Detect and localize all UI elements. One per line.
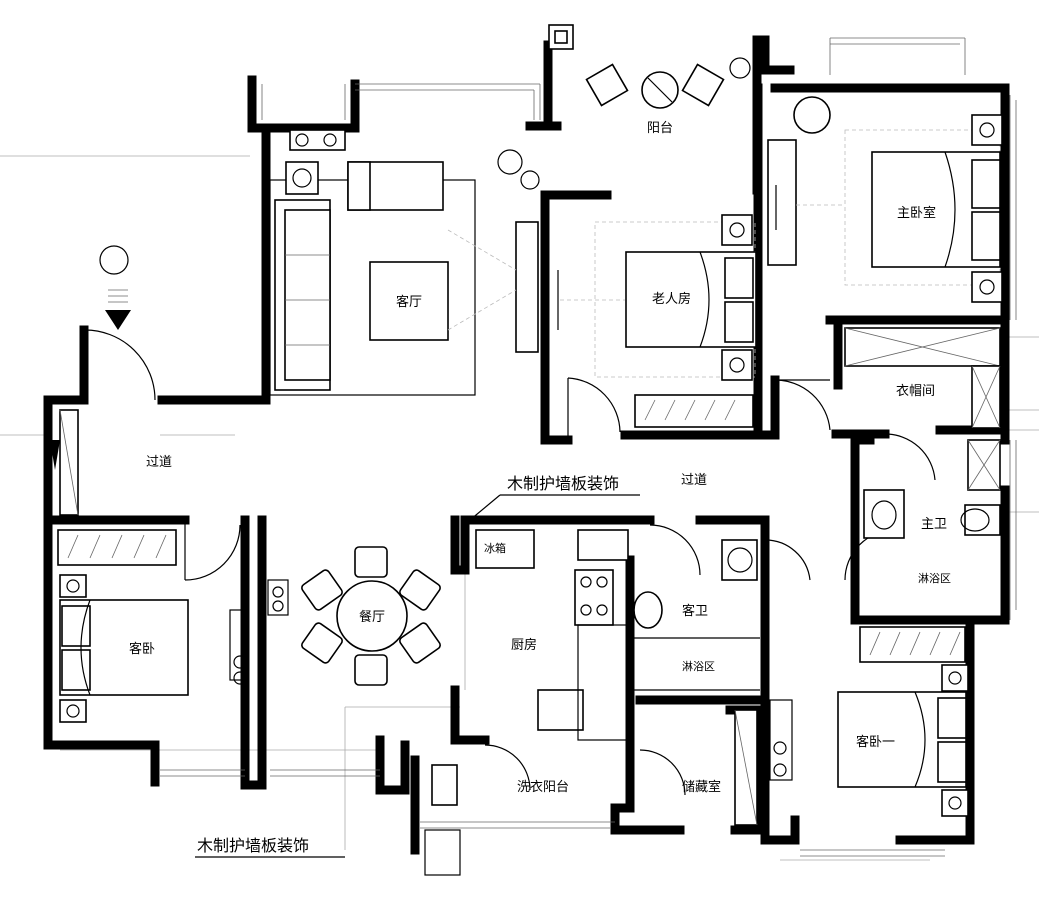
room-label-master-bedroom: 主卧室 — [897, 205, 936, 220]
annotation-wall-panel-bottom: 木制护墙板装饰 — [197, 837, 309, 855]
person-icon — [99, 245, 129, 275]
cloakroom-furniture — [844, 327, 1001, 429]
room-label-corridor-center: 过道 — [681, 472, 707, 487]
entrance-arrow-side-icon — [50, 440, 60, 470]
master-bedroom-furniture — [767, 96, 1003, 303]
room-label-laundry-balcony: 洗衣阳台 — [517, 779, 569, 794]
living-room-furniture — [269, 129, 539, 396]
kitchen-fixtures — [424, 529, 760, 876]
walls — [43, 35, 1010, 855]
room-label-cloakroom: 衣帽间 — [896, 383, 935, 398]
dining-furniture — [301, 546, 441, 686]
annotation-wall-panel-top: 木制护墙板装饰 — [507, 475, 619, 493]
plant-icon — [497, 57, 751, 190]
doors — [83, 329, 936, 796]
room-label-elder-room: 老人房 — [652, 291, 691, 306]
room-label-living-room: 客厅 — [396, 294, 422, 309]
room-label-guest-shower: 淋浴区 — [682, 660, 715, 673]
guide-lines — [0, 155, 1039, 861]
windows — [160, 37, 1017, 857]
room-label-guest-bedroom: 客卧 — [129, 641, 155, 656]
room-label-guest-bath: 客卫 — [682, 603, 708, 618]
guest-bedroom-furniture — [57, 409, 289, 723]
entrance-arrow-icon — [105, 310, 131, 330]
room-label-dining-room: 餐厅 — [359, 609, 385, 624]
entrance-symbols — [50, 245, 131, 470]
master-bath-fixtures — [863, 439, 1001, 539]
room-label-storage-room: 储藏室 — [682, 779, 721, 794]
elder-room-furniture — [557, 214, 757, 428]
room-label-guest-bedroom-one: 客卧一 — [856, 734, 895, 749]
room-label-master-shower: 淋浴区 — [918, 572, 951, 585]
room-label-master-bath: 主卫 — [921, 516, 947, 531]
annotation-leaders — [195, 494, 640, 858]
balcony-furniture — [497, 24, 751, 190]
room-label-fridge: 冰箱 — [484, 541, 506, 555]
room-label-balcony: 阳台 — [647, 120, 673, 135]
room-label-corridor-left: 过道 — [146, 454, 172, 469]
guest-bedroom-one-furniture — [769, 626, 969, 817]
room-label-kitchen: 厨房 — [511, 637, 537, 652]
